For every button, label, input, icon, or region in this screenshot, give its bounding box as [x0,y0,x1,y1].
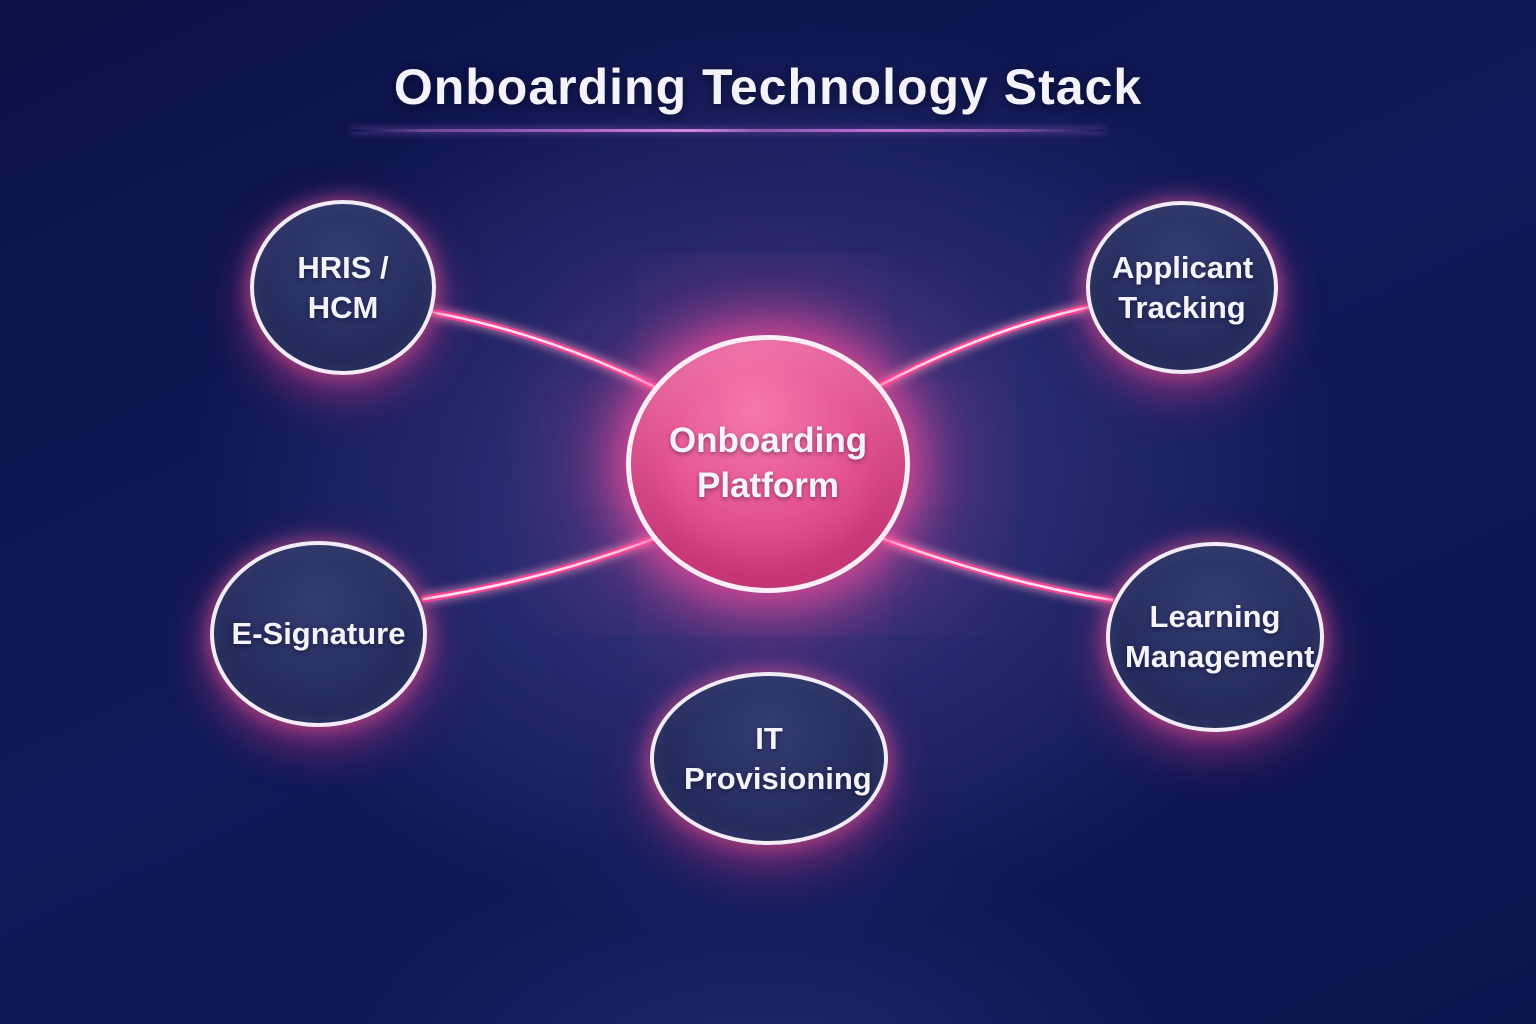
node-e-signature: E-Signature [210,541,427,727]
page-title: Onboarding Technology Stack [393,59,1143,115]
node-applicant-tracking: Applicant Tracking [1086,201,1278,374]
node-label-hris-hcm: HRIS / HCM [297,249,389,325]
node-label-it-provisioning: IT Provisioning [684,720,872,796]
connector-e-signature [420,535,657,603]
node-label-e-signature: E-Signature [231,616,406,652]
connector-hris-hcm [427,308,659,391]
node-learning-management: Learning Management [1106,542,1324,732]
node-it-provisioning: IT Provisioning [650,672,888,845]
title-underline [350,129,1106,132]
node-label-onboarding-platform: Onboarding Platform [668,421,868,505]
node-onboarding-platform: Onboarding Platform [626,335,910,593]
connector-learning-management [880,535,1116,604]
node-label-applicant-tracking: Applicant Tracking [1112,249,1254,325]
connector-applicant-tracking [877,303,1093,389]
node-label-learning-management: Learning Management [1125,599,1315,674]
node-hris-hcm: HRIS / HCM [250,200,436,375]
